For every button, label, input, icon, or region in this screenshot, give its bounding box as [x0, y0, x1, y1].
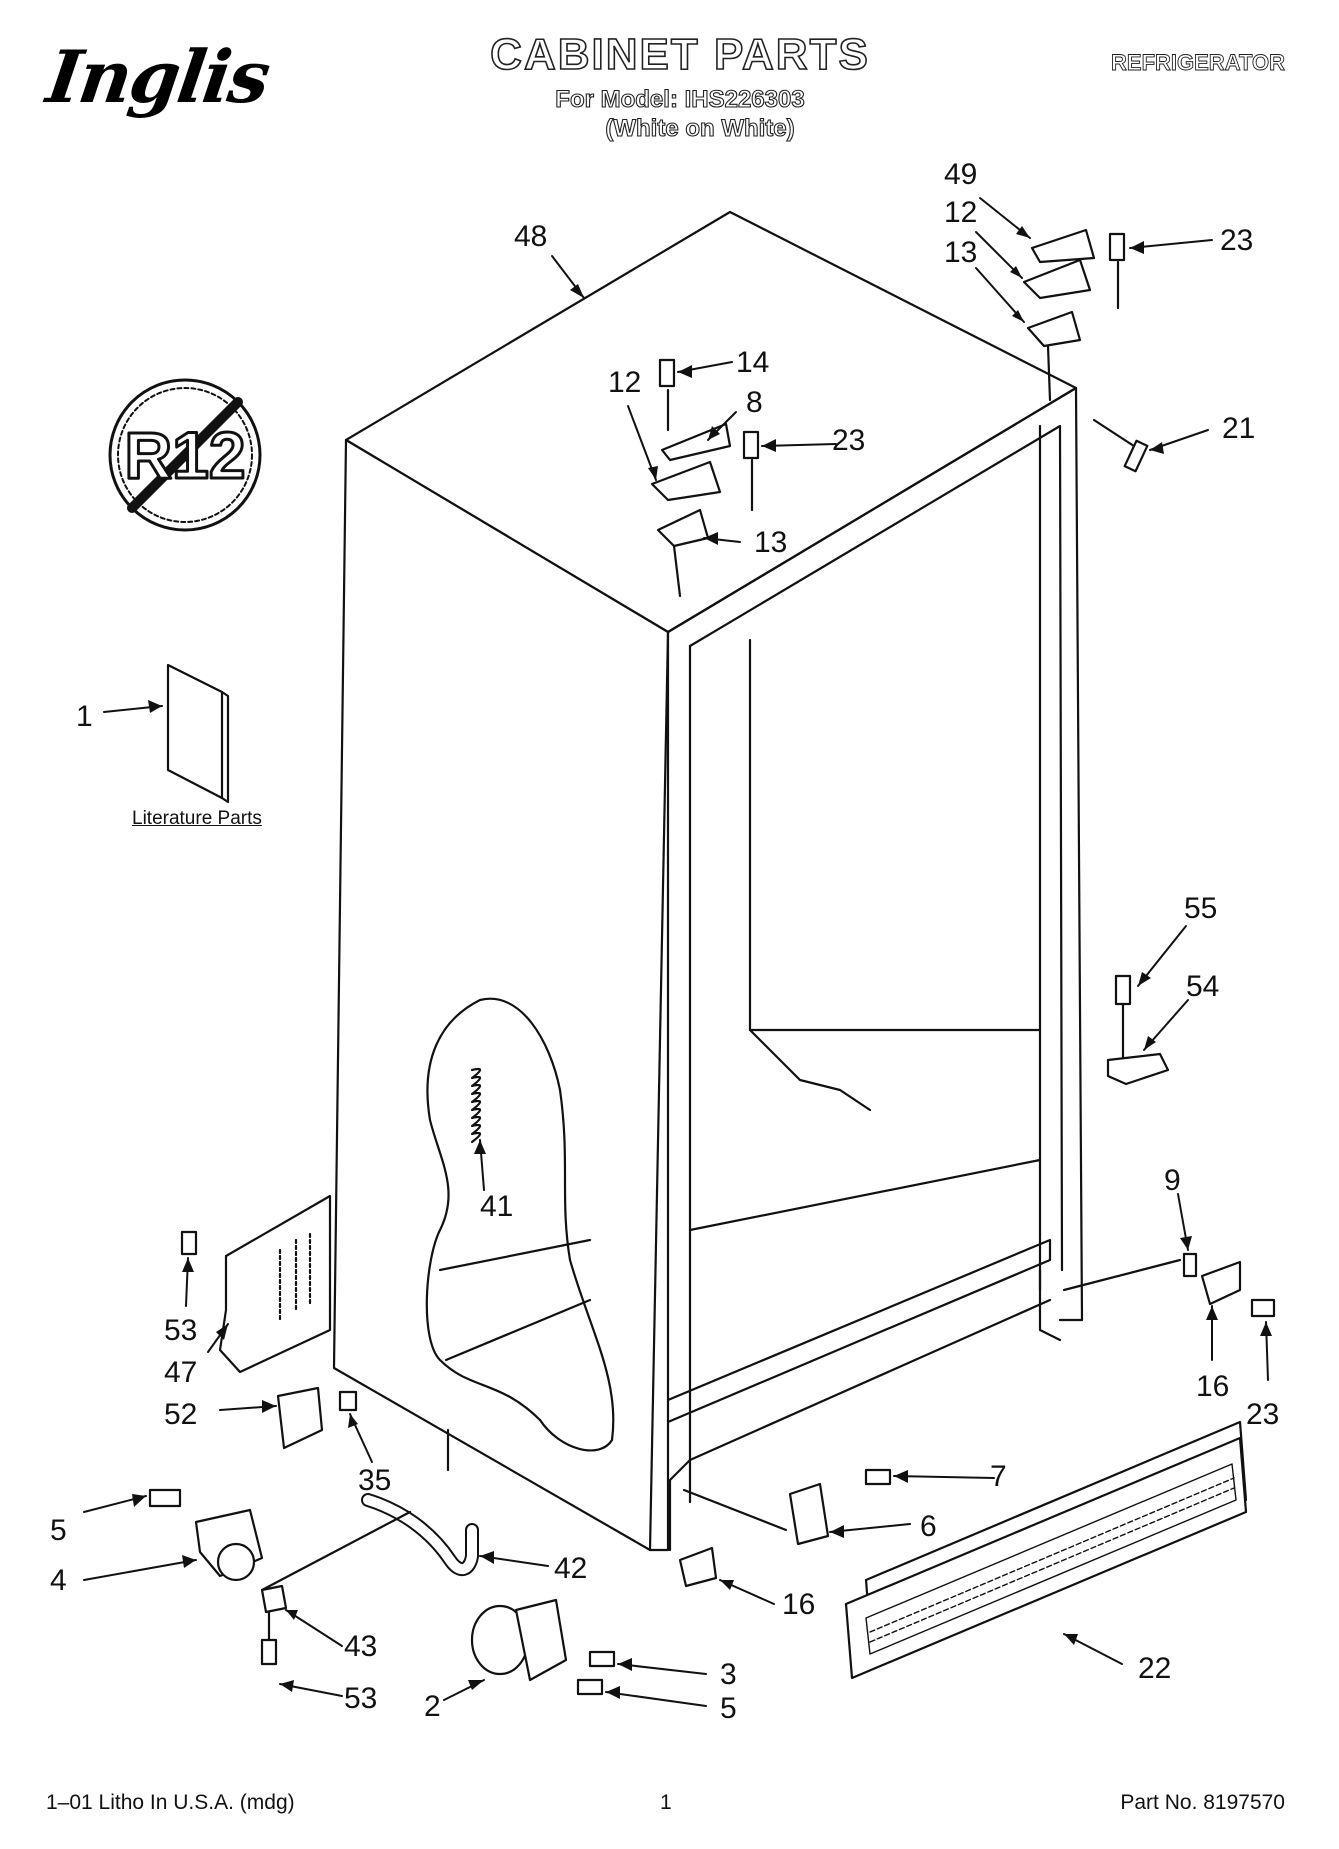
callout-5-bottom: 5 [720, 1692, 737, 1725]
callout-16-bottom: 16 [782, 1588, 815, 1621]
tube-42 [260, 1493, 479, 1592]
bracket-6 [678, 1468, 892, 1588]
callout-14: 14 [736, 346, 769, 379]
callout-4: 4 [50, 1564, 67, 1597]
callout-21: 21 [1222, 412, 1255, 445]
literature-booklet [166, 663, 230, 804]
callout-16-right: 16 [1196, 1370, 1229, 1403]
callout-49: 49 [944, 158, 977, 191]
literature-parts-label: Literature Parts [132, 808, 262, 829]
callout-42: 42 [554, 1552, 587, 1585]
callout-5-left: 5 [50, 1514, 67, 1547]
callout-23-center: 23 [832, 424, 865, 457]
callout-12-center: 12 [608, 366, 641, 399]
callout-54: 54 [1186, 970, 1219, 1003]
callout-12-right: 12 [944, 196, 977, 229]
clip-52 [276, 1386, 358, 1450]
callout-1: 1 [76, 700, 93, 733]
callout-48: 48 [514, 220, 547, 253]
badge-text: R12 [124, 418, 245, 492]
callout-41: 41 [480, 1190, 513, 1223]
model-line: For Model: IHS226303 [555, 85, 806, 113]
callout-47: 47 [164, 1356, 197, 1389]
callout-23-right: 23 [1220, 224, 1253, 257]
variant-line: (White on White) [605, 114, 795, 142]
callout-35: 35 [358, 1464, 391, 1497]
arrowheads [132, 226, 1272, 1699]
caster-assembly-left [148, 1488, 288, 1666]
callout-22: 22 [1138, 1652, 1171, 1685]
no-r12-badge: R12 [108, 378, 262, 532]
callout-labels: 1 48 49 12 13 23 14 12 8 23 13 21 55 54 … [50, 158, 1279, 1725]
bracket-54 [1106, 974, 1170, 1086]
footer-page-number: 1 [660, 1791, 672, 1814]
callout-55: 55 [1184, 892, 1217, 925]
callout-6: 6 [920, 1510, 937, 1543]
callout-53-top: 53 [164, 1314, 197, 1347]
callout-53-bottom: 53 [344, 1682, 377, 1715]
callout-8: 8 [746, 386, 763, 419]
callout-9: 9 [1164, 1164, 1181, 1197]
category-label: REFRIGERATOR [1111, 50, 1286, 76]
callout-43: 43 [344, 1630, 377, 1663]
callout-13-center: 13 [754, 526, 787, 559]
callout-7: 7 [990, 1460, 1007, 1493]
top-hinge-right [1022, 228, 1149, 473]
callout-2: 2 [424, 1690, 441, 1723]
callout-3: 3 [720, 1658, 737, 1691]
caster-assembly-right [470, 1598, 616, 1696]
cabinet [332, 210, 1084, 1552]
toe-grille-22 [844, 1420, 1248, 1680]
callout-13-right: 13 [944, 236, 977, 269]
callout-23-bottom: 23 [1246, 1398, 1279, 1431]
bracket-9-16 [1062, 1252, 1276, 1318]
footer-print-info: 1–01 Litho In U.S.A. (mdg) [46, 1791, 295, 1814]
footer-part-number: Part No. 8197570 [1120, 1791, 1285, 1814]
back-plate-47 [180, 1194, 332, 1374]
callout-52: 52 [164, 1398, 197, 1431]
page-title: CABINET PARTS [489, 29, 870, 80]
